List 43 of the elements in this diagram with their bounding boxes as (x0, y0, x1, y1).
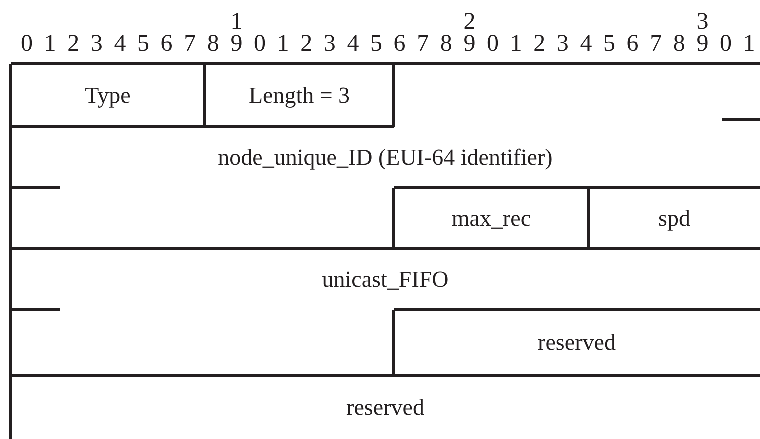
bit-number: 4 (346, 32, 360, 56)
bit-number: 1 (276, 32, 290, 56)
bit-number: 8 (439, 32, 454, 56)
field-name: Type (85, 82, 131, 108)
bit-number: 0 (253, 32, 267, 56)
bit-number: 7 (183, 32, 198, 56)
bit-number: 1 (742, 32, 756, 56)
bit-tens-number: 1 (230, 10, 244, 34)
bit-number: 4 (579, 32, 594, 56)
field-name: max_rec (452, 206, 532, 232)
bit-number: 3 (90, 32, 104, 56)
field-name: unicast_FIFO (322, 266, 449, 292)
bit-number: 9 (462, 32, 477, 56)
bit-number: 0 (486, 32, 500, 56)
bit-tens-number: 2 (462, 10, 477, 34)
bit-number: 4 (113, 32, 128, 56)
bit-number: 1 (509, 32, 524, 56)
bit-number: 5 (136, 32, 150, 56)
bit-number: 8 (206, 32, 220, 56)
bit-number: 7 (649, 32, 664, 56)
bit-number: 1 (43, 32, 58, 56)
bit-number: 2 (532, 32, 547, 56)
bit-number: 0 (20, 32, 34, 56)
bit-number: 2 (66, 32, 81, 56)
bit-tens-number: 3 (696, 10, 710, 34)
field-name: spd (658, 206, 690, 232)
bit-number: 6 (392, 32, 407, 56)
bit-number: 6 (160, 32, 174, 56)
bit-number: 0 (719, 32, 733, 56)
field-name: reserved (346, 394, 424, 420)
bit-number: 3 (556, 32, 570, 56)
field-name: Length = 3 (248, 82, 350, 108)
bit-number: 9 (230, 32, 244, 56)
bit-number: 3 (322, 32, 337, 56)
bit-number: 8 (672, 32, 686, 56)
bit-number: 6 (626, 32, 640, 56)
field-name: reserved (538, 330, 616, 356)
bit-number: 5 (602, 32, 616, 56)
bit-number: 9 (696, 32, 710, 56)
bit-number: 2 (300, 32, 314, 56)
bit-number: 5 (370, 32, 384, 56)
bit-number: 7 (416, 32, 430, 56)
field-name: node_unique_ID (EUI-64 identifier) (218, 144, 553, 170)
